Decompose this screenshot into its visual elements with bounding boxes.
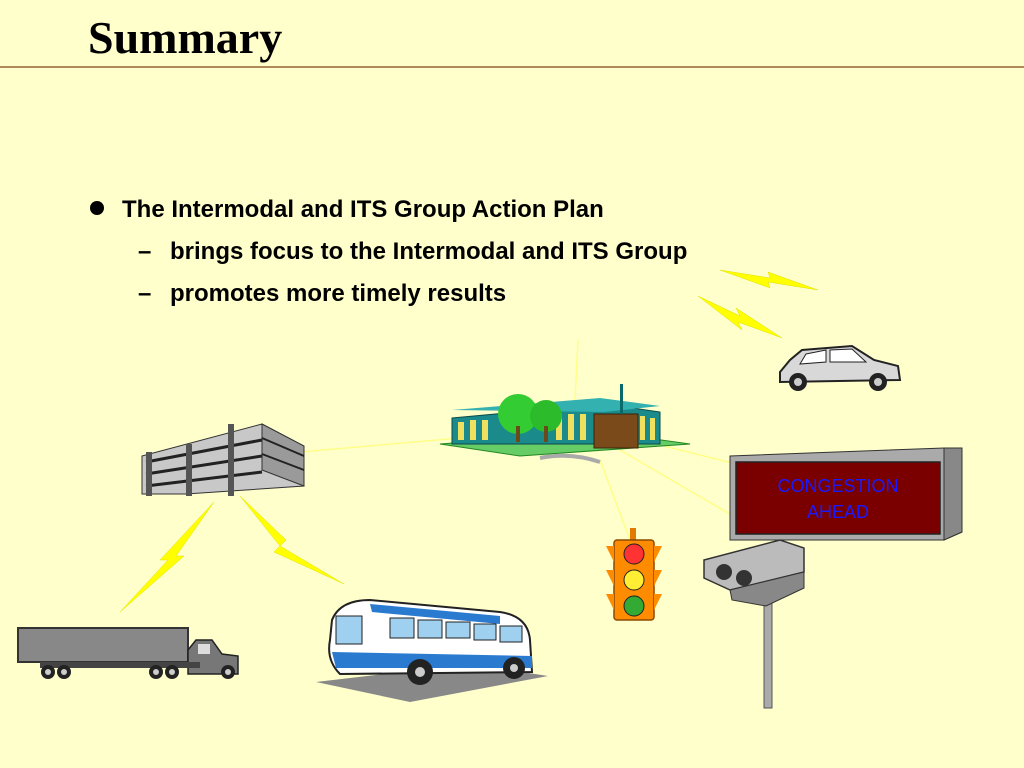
truck-icon bbox=[17, 627, 239, 679]
headquarters-building-icon bbox=[439, 384, 691, 464]
slide-title: Summary bbox=[88, 12, 283, 63]
traffic-light-icon bbox=[606, 528, 662, 621]
office-building-icon bbox=[141, 423, 305, 496]
message-sign-icon: CONGESTION AHEAD bbox=[729, 447, 963, 541]
sign-line-1: CONGESTION bbox=[777, 476, 898, 496]
sign-line-2: AHEAD bbox=[807, 502, 869, 522]
sub-bullet-text: brings focus to the Intermodal and ITS G… bbox=[170, 238, 688, 265]
car-icon bbox=[779, 344, 902, 391]
camera-icon bbox=[703, 539, 805, 709]
title-divider bbox=[0, 66, 1024, 68]
sub-bullet-item: –promotes more timely results bbox=[138, 280, 506, 308]
sub-bullet-item: –brings focus to the Intermodal and ITS … bbox=[138, 238, 687, 266]
sub-bullet-text: promotes more timely results bbox=[170, 280, 507, 307]
dash-icon: – bbox=[138, 280, 152, 307]
bus-icon bbox=[316, 598, 548, 702]
bullet-text: The Intermodal and ITS Group Action Plan bbox=[122, 196, 604, 223]
bullet-item: The Intermodal and ITS Group Action Plan bbox=[90, 196, 604, 224]
bullet-dot-icon bbox=[90, 201, 104, 215]
dash-icon: – bbox=[138, 238, 152, 265]
lightning-icon bbox=[119, 269, 819, 613]
